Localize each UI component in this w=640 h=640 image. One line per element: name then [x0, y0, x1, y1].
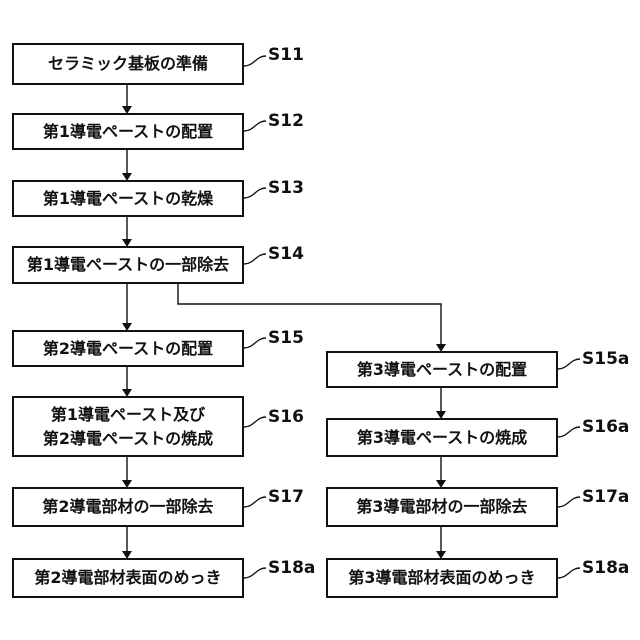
step-label-s12: S12	[268, 111, 304, 131]
step-text-s15: 第2導電ペーストの配置	[43, 337, 213, 361]
step-text-s16a: 第3導電ペーストの焼成	[357, 426, 527, 450]
leader-s15	[244, 338, 266, 348]
step-label-s13: S13	[268, 178, 304, 198]
step-box-s15a: 第3導電ペーストの配置	[326, 351, 558, 388]
leader-s15a	[558, 359, 580, 369]
step-box-s17: 第2導電部材の一部除去	[12, 487, 244, 527]
step-text-s18a-right: 第3導電部材表面のめっき	[348, 566, 535, 590]
step-text-s18a: 第2導電部材表面のめっき	[34, 566, 221, 590]
step-label-s14: S14	[268, 244, 304, 264]
leader-s16a	[558, 427, 580, 437]
step-box-s11: セラミック基板の準備	[12, 43, 244, 85]
leader-s16	[244, 417, 266, 427]
step-label-s11: S11	[268, 45, 304, 65]
step-text-s12: 第1導電ペーストの配置	[43, 120, 213, 144]
step-text-s15a: 第3導電ペーストの配置	[357, 358, 527, 382]
step-label-s18a-right: S18a	[582, 558, 629, 578]
step-label-s17: S17	[268, 487, 304, 507]
leader-s12	[244, 121, 266, 131]
step-box-s13: 第1導電ペーストの乾燥	[12, 180, 244, 217]
step-label-s18a: S18a	[268, 558, 315, 578]
step-text-s13: 第1導電ペーストの乾燥	[43, 187, 213, 211]
step-box-s12: 第1導電ペーストの配置	[12, 113, 244, 150]
leader-s18a-right	[558, 568, 580, 578]
leader-s11	[244, 56, 266, 66]
step-box-s15: 第2導電ペーストの配置	[12, 330, 244, 367]
step-text-s16-line2: 第2導電ペーストの焼成	[43, 427, 213, 451]
step-box-s18a-right: 第3導電部材表面のめっき	[326, 558, 558, 598]
step-box-s18a: 第2導電部材表面のめっき	[12, 558, 244, 598]
leader-s18a	[244, 568, 266, 578]
step-label-s16a: S16a	[582, 417, 629, 437]
leader-s13	[244, 188, 266, 198]
step-text-s17: 第2導電部材の一部除去	[42, 495, 213, 519]
leader-s14	[244, 254, 266, 264]
leader-s17a	[558, 497, 580, 507]
step-text-s16-line1: 第1導電ペースト及び	[51, 403, 205, 427]
step-box-s17a: 第3導電部材の一部除去	[326, 487, 558, 527]
step-label-s15a: S15a	[582, 349, 629, 369]
step-text-s17a: 第3導電部材の一部除去	[356, 495, 527, 519]
step-label-s16: S16	[268, 407, 304, 427]
step-box-s16a: 第3導電ペーストの焼成	[326, 418, 558, 457]
leader-s17	[244, 497, 266, 507]
step-text-s14: 第1導電ペーストの一部除去	[27, 253, 229, 277]
step-box-s14: 第1導電ペーストの一部除去	[12, 246, 244, 284]
step-label-s17a: S17a	[582, 487, 629, 507]
step-box-s16: 第1導電ペースト及び 第2導電ペーストの焼成	[12, 396, 244, 457]
step-label-s15: S15	[268, 328, 304, 348]
step-text-s11: セラミック基板の準備	[48, 52, 208, 76]
